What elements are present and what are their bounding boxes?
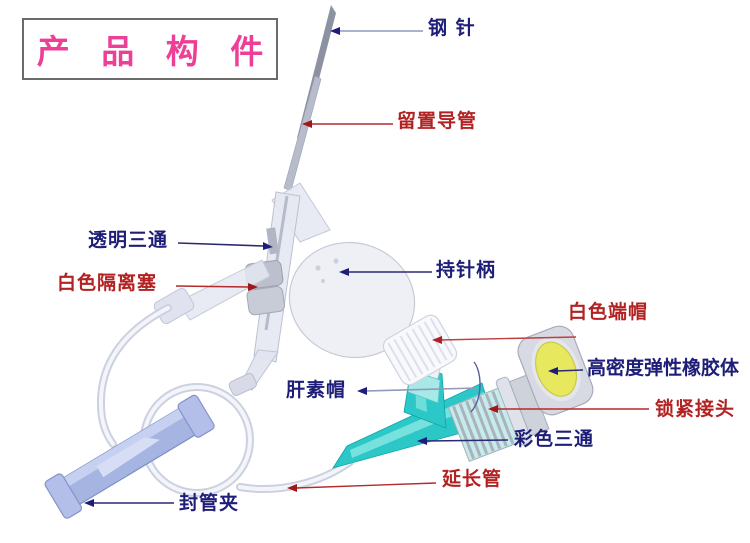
indwelling-catheter-shaft (283, 75, 322, 192)
side-branch (153, 259, 271, 325)
label-heparin-cap: 肝素帽 (286, 379, 347, 401)
extension-tube (96, 304, 354, 497)
leader-high-density-rubber (548, 367, 584, 375)
label-white-end-cap: 白色端帽 (568, 301, 649, 323)
label-needle-holder: 持针柄 (436, 259, 497, 281)
title-box: 产 品 构 件 (22, 18, 278, 80)
tube-clamp (44, 394, 215, 519)
leader-white-isolation-plug (175, 283, 258, 291)
label-high-density-rubber: 高密度弹性橡胶体 (587, 357, 740, 379)
leader-needle-holder (339, 268, 432, 276)
label-steel-needle: 钢 针 (428, 17, 476, 39)
leader-white-end-cap (432, 336, 577, 344)
leader-locking-connector (488, 405, 649, 413)
page-title: 产 品 构 件 (36, 32, 274, 71)
label-indwelling-catheter: 留置导管 (397, 110, 478, 132)
leader-heparin-cap (357, 387, 478, 395)
leader-extension-tube (287, 482, 437, 492)
label-colored-threeway: 彩色三通 (514, 428, 595, 450)
label-extension-tube: 延长管 (442, 468, 503, 490)
label-white-isolation-plug: 白色隔离塞 (57, 272, 158, 294)
leader-transparent-threeway (177, 242, 273, 250)
leader-tube-clamp (84, 499, 174, 507)
leader-indwelling-catheter (302, 120, 393, 128)
label-tube-clamp: 封管夹 (179, 492, 240, 514)
leader-steel-needle (330, 27, 423, 35)
luer-brace (470, 361, 481, 413)
label-locking-connector: 锁紧接头 (655, 398, 736, 420)
leader-colored-threeway (417, 437, 509, 445)
label-transparent-threeway: 透明三通 (88, 229, 169, 251)
